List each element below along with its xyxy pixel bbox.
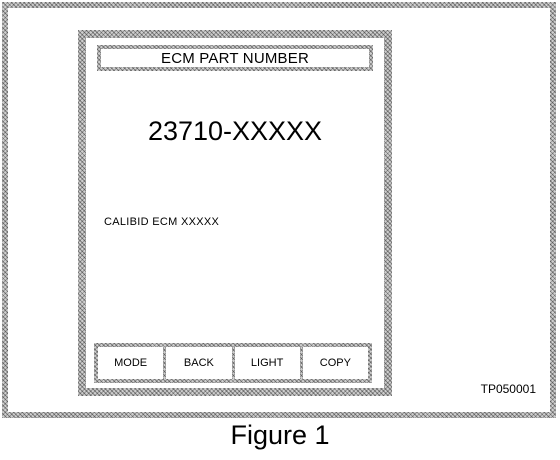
figure-frame-interior: ECM PART NUMBER 23710-XXXXX CALIBID ECM …	[8, 8, 550, 412]
back-button[interactable]: BACK	[166, 347, 232, 379]
softkey-divider	[299, 347, 303, 379]
title-box: ECM PART NUMBER	[97, 45, 373, 71]
softkey-row: MODE BACK LIGHT COPY	[94, 343, 372, 383]
light-button[interactable]: LIGHT	[234, 347, 300, 379]
device-screen-interior: ECM PART NUMBER 23710-XXXXX CALIBID ECM …	[86, 38, 384, 388]
calibration-id-line: CALIBID ECM XXXXX	[104, 216, 220, 228]
figure-caption: Figure 1	[230, 420, 330, 450]
part-number-value: 23710-XXXXX	[147, 116, 323, 146]
copy-button[interactable]: COPY	[302, 347, 368, 379]
softkey-row-interior: MODE BACK LIGHT COPY	[98, 347, 368, 379]
figure-code: TP050001	[480, 382, 536, 396]
device-screen: ECM PART NUMBER 23710-XXXXX CALIBID ECM …	[78, 30, 392, 396]
screen-title: ECM PART NUMBER	[101, 49, 369, 67]
mode-button[interactable]: MODE	[98, 347, 164, 379]
softkey-divider	[231, 347, 235, 379]
softkey-divider	[163, 347, 167, 379]
figure-frame: ECM PART NUMBER 23710-XXXXX CALIBID ECM …	[2, 2, 556, 418]
